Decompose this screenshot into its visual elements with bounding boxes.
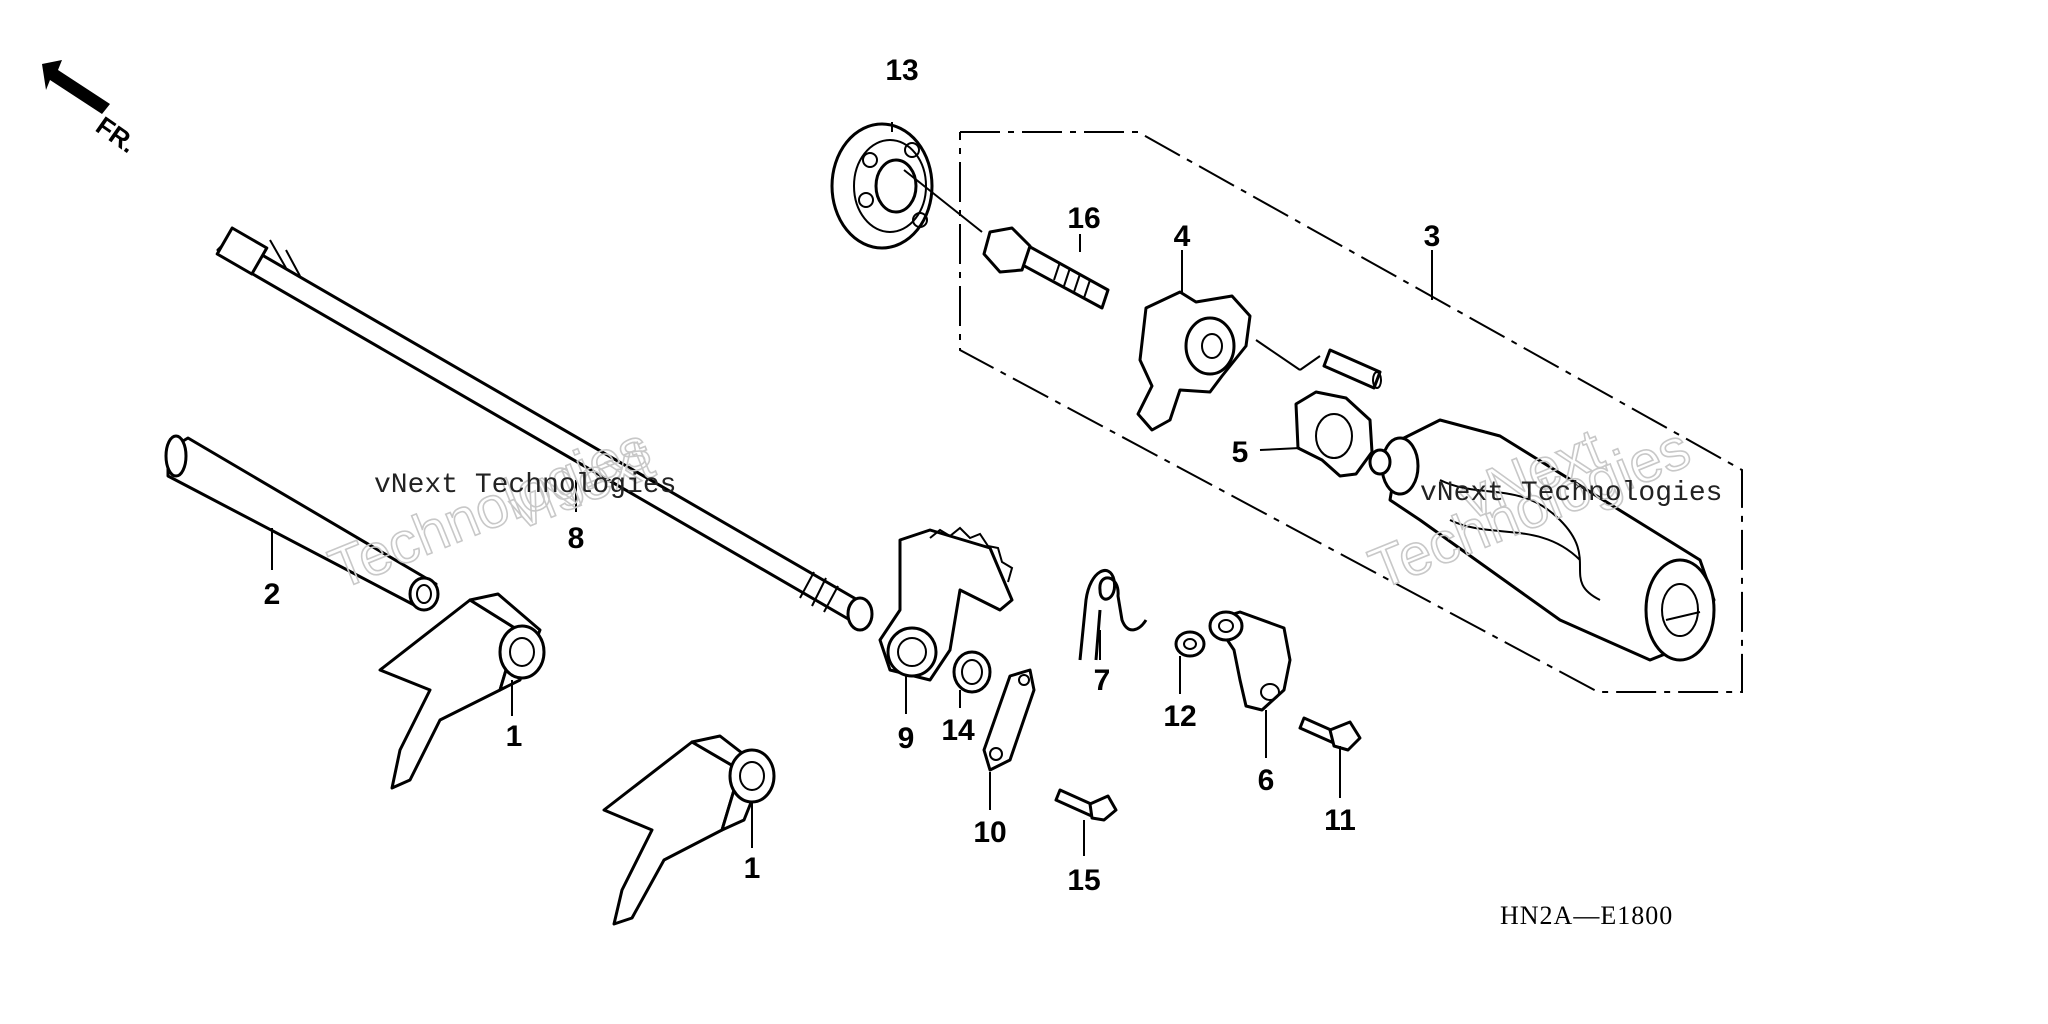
shift-fork-lower bbox=[602, 734, 776, 926]
bearing bbox=[830, 122, 934, 250]
callout-3: 3 bbox=[1424, 220, 1441, 253]
snap-ring bbox=[952, 650, 992, 694]
front-marker-label: FR. bbox=[91, 110, 143, 159]
fork-shaft bbox=[164, 434, 440, 612]
callout-6: 6 bbox=[1258, 764, 1275, 797]
leader-5 bbox=[1259, 447, 1301, 451]
callout-2: 2 bbox=[264, 578, 281, 611]
washer bbox=[1174, 630, 1206, 658]
bolt-15 bbox=[1054, 788, 1118, 822]
bolt-11 bbox=[1298, 716, 1362, 752]
bolt-16 bbox=[982, 226, 1110, 310]
stopper-arm bbox=[1208, 610, 1292, 712]
shift-shaft bbox=[215, 226, 874, 632]
gear-shift-arm bbox=[878, 526, 1014, 682]
shift-fork-upper bbox=[378, 592, 546, 790]
return-spring bbox=[1078, 569, 1148, 661]
watermark-small-right: vNext Technologies bbox=[1420, 478, 1722, 509]
callout-13: 13 bbox=[885, 54, 918, 87]
front-arrow-icon bbox=[42, 60, 110, 114]
callout-16: 16 bbox=[1067, 202, 1100, 235]
callout-7: 7 bbox=[1094, 664, 1111, 697]
watermark-small-left: vNext Technologies bbox=[374, 470, 676, 501]
callout-9: 9 bbox=[898, 722, 915, 755]
dowel-pin bbox=[1255, 339, 1382, 390]
assembly-outline bbox=[959, 131, 1743, 693]
leader-13-axis bbox=[903, 169, 983, 233]
callout-1-lower: 1 bbox=[744, 852, 761, 885]
callout-12: 12 bbox=[1163, 700, 1196, 733]
callout-14: 14 bbox=[941, 714, 975, 747]
callout-4: 4 bbox=[1174, 220, 1191, 253]
callout-8: 8 bbox=[568, 522, 585, 555]
callout-11: 11 bbox=[1324, 804, 1356, 837]
drum-cam bbox=[1136, 290, 1252, 432]
shift-plate bbox=[982, 668, 1036, 772]
callout-1-upper: 1 bbox=[506, 720, 523, 753]
callout-5: 5 bbox=[1232, 436, 1249, 469]
diagram-code: HN2A—E1800 bbox=[1500, 901, 1673, 930]
callout-10: 10 bbox=[973, 816, 1006, 849]
callout-15: 15 bbox=[1067, 864, 1100, 897]
drum-center bbox=[1294, 390, 1374, 478]
watermark-big-line2-left: Technologies bbox=[321, 415, 659, 602]
shift-drum bbox=[1368, 418, 1716, 662]
